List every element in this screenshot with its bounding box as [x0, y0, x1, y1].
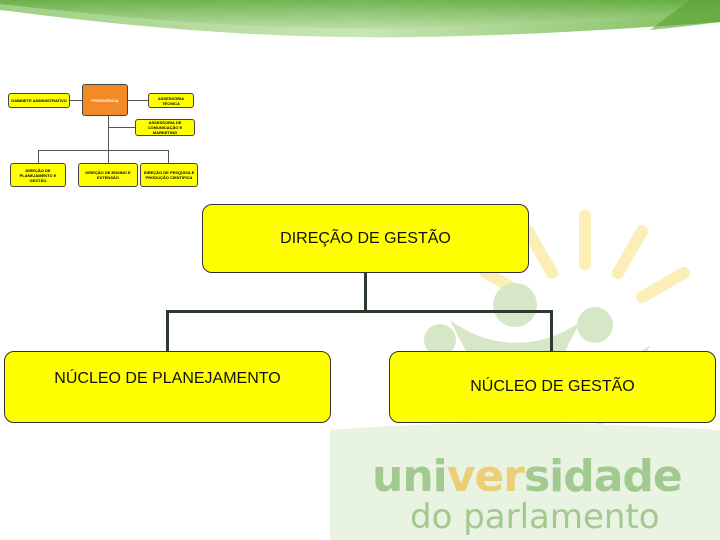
mini-box-direcao-pesquisa: DIREÇÃO DE PESQUISA E PRODUÇÃO CIENTÍFIC…	[140, 163, 198, 187]
connector-horizontal	[166, 310, 553, 313]
header-wave-decoration	[0, 0, 720, 38]
logo-word-ver: ver	[446, 451, 525, 502]
box-direcao-gestao: DIREÇÃO DE GESTÃO	[202, 204, 529, 273]
logo-line2: do parlamento	[410, 497, 660, 537]
connector-vertical-top	[364, 272, 367, 312]
mini-connector	[70, 100, 82, 101]
mini-box-assessoria-tecnica: ASSESSORIA TÉCNICA	[148, 93, 194, 108]
mini-box-direcao-gestao: DIREÇÃO DE PLANEJAMENTO E GESTÃO	[10, 163, 66, 187]
logo-word-sidade: sidade	[523, 451, 683, 502]
mini-connector	[108, 128, 109, 150]
mini-connector	[108, 150, 109, 163]
connector-left-drop	[166, 310, 169, 352]
mini-box-assessoria-comunicacao: ASSESSORIA DE COMUNICAÇÃO E MARKETING	[135, 119, 195, 136]
sunburst-icon	[479, 210, 691, 304]
mini-box-presidencia: PRESIDÊNCIA	[82, 84, 128, 116]
mini-box-direcao-ensino: DIREÇÃO DE ENSINO E EXTENSÃO	[78, 163, 138, 187]
box-nucleo-gestao: NÚCLEO DE GESTÃO	[389, 351, 716, 423]
mini-connector	[128, 100, 148, 101]
mini-connector	[108, 116, 109, 128]
logo-text: universidade do parlamento	[372, 455, 712, 537]
mini-connector	[38, 150, 39, 163]
mini-connector	[38, 150, 169, 151]
connector-right-drop	[550, 310, 553, 352]
mini-box-gabinete: GABINETE ADMINISTRATIVO	[8, 93, 70, 108]
mini-connector	[108, 127, 135, 128]
logo-word-uni: uni	[372, 451, 448, 502]
mini-connector	[168, 150, 169, 163]
box-nucleo-planejamento: NÚCLEO DE PLANEJAMENTO	[4, 351, 331, 423]
